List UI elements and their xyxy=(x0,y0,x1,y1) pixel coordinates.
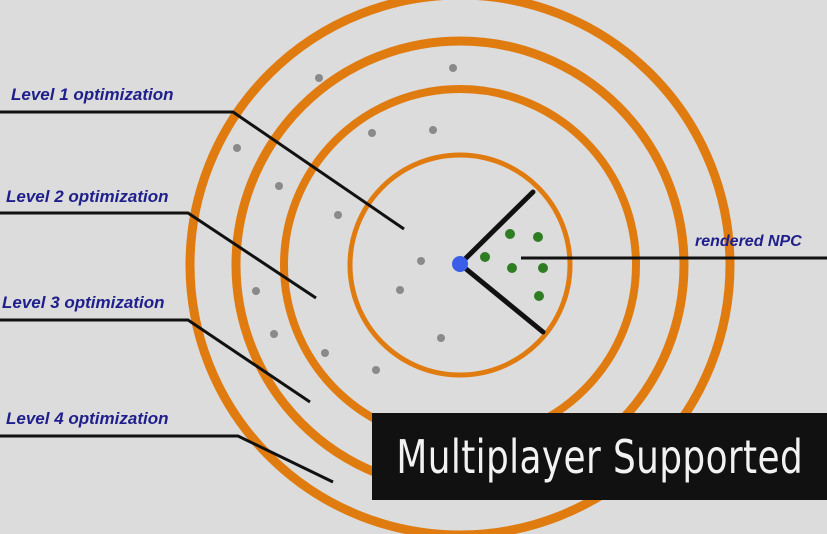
rendered-npc xyxy=(538,263,548,273)
ring-level-1 xyxy=(347,152,573,378)
unrendered-npc xyxy=(334,211,342,219)
leader-line-level-3 xyxy=(0,318,311,404)
ring-level-4 xyxy=(185,0,735,534)
rendered-npc xyxy=(534,291,544,301)
rendered-npc xyxy=(505,229,515,239)
unrendered-npc xyxy=(417,257,425,265)
view-cone-lower-line xyxy=(457,261,546,335)
unrendered-npc xyxy=(270,330,278,338)
banner-title: Multiplayer Supported xyxy=(396,429,803,484)
rendered-npc xyxy=(507,263,517,273)
unrendered-npc xyxy=(396,286,404,294)
multiplayer-banner: Multiplayer Supported xyxy=(372,413,827,500)
unrendered-npc xyxy=(252,287,260,295)
unrendered-npc xyxy=(321,349,329,357)
unrendered-npc xyxy=(449,64,457,72)
label-rendered-npc: rendered NPC xyxy=(695,233,802,250)
player-dot-icon xyxy=(452,256,468,272)
unrendered-npc xyxy=(429,126,437,134)
label-level-4: Level 4 optimization xyxy=(6,409,169,428)
leader-line-level-2 xyxy=(0,211,317,300)
unrendered-npc xyxy=(315,74,323,82)
unrendered-npc xyxy=(275,182,283,190)
rendered-npc xyxy=(480,252,490,262)
label-level-1: Level 1 optimization xyxy=(11,85,174,104)
unrendered-npc xyxy=(372,366,380,374)
leader-line-level-1 xyxy=(0,110,405,231)
unrendered-npc xyxy=(437,334,445,342)
label-level-2: Level 2 optimization xyxy=(6,187,169,206)
leader-line-level-4 xyxy=(0,434,334,484)
rendered-npc xyxy=(533,232,543,242)
label-level-3: Level 3 optimization xyxy=(2,293,165,312)
view-cone-upper-line xyxy=(457,189,536,267)
unrendered-npc xyxy=(368,129,376,137)
unrendered-npc xyxy=(233,144,241,152)
